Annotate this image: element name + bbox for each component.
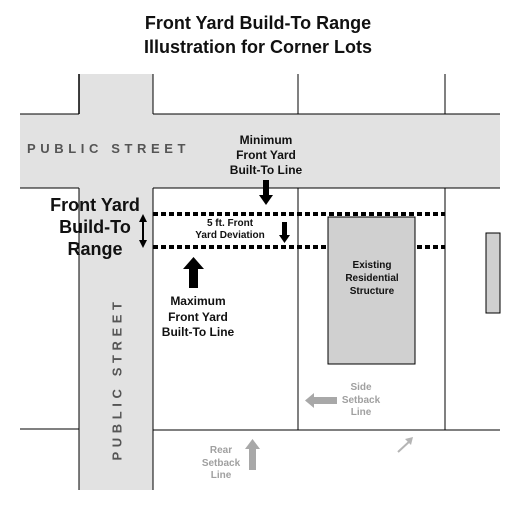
diagram-title-line1: Front Yard Build-To Range bbox=[144, 13, 372, 33]
diagram-title-line2: Illustration for Corner Lots bbox=[143, 37, 372, 57]
deviation-arrow bbox=[279, 222, 290, 243]
range-double-arrow bbox=[139, 214, 147, 248]
maximum-line-label: Maximum Front Yard Built-To Line bbox=[161, 294, 235, 339]
horizontal-street-name: PUBLIC STREET bbox=[27, 141, 191, 156]
side-setback-arrow bbox=[305, 393, 337, 408]
maximum-line-arrow bbox=[183, 257, 204, 288]
neighbor-structure bbox=[485, 232, 501, 314]
vertical-street-name: PUBLIC STREET bbox=[109, 297, 125, 461]
deviation-label: 5 ft. Front Yard Deviation bbox=[195, 218, 265, 241]
build-to-range-label: Front Yard Build-To Range bbox=[50, 195, 140, 259]
side-setback-label: Side Setback Line bbox=[341, 382, 381, 418]
structure-label: Existing Residential Structure bbox=[345, 260, 399, 297]
minimum-line-arrow bbox=[259, 180, 273, 205]
rear-setback-label: Rear Setback Line bbox=[201, 445, 241, 481]
vertical-street bbox=[79, 74, 153, 490]
existing-structure bbox=[327, 216, 416, 365]
rear-setback-arrow bbox=[245, 439, 260, 470]
diagonal-pointer-arrow bbox=[397, 437, 413, 453]
minimum-line-label: Minimum Front Yard Built-To Line bbox=[229, 133, 303, 177]
